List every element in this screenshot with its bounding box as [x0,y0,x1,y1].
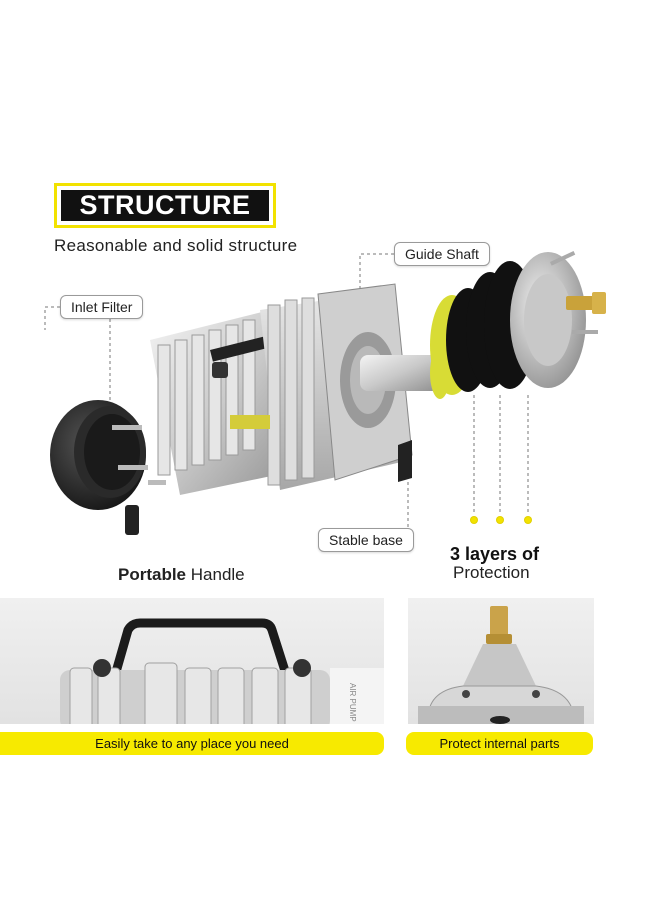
layers-heading: 3 layers of [450,544,540,564]
title-badge: STRUCTURE [54,183,276,228]
handle-closeup-panel: AIR PUMP [0,598,384,724]
layers-subheading: Protection [453,563,530,582]
page-subtitle: Reasonable and solid structure [54,236,298,255]
cap-closeup-panel [408,598,594,724]
inlet-filter-part [50,400,166,535]
guide-shaft-callout: Guide Shaft [394,242,490,266]
layer-marker-dot [471,517,477,523]
portable-rest: Handle [186,565,245,584]
right-caption-banner: Protect internal parts [406,732,593,755]
inlet-filter-callout: Inlet Filter [60,295,144,319]
page-title: STRUCTURE [61,190,269,221]
side-label-text: AIR PUMP [348,683,357,722]
portable-bold: Portable [118,565,187,584]
left-caption-banner: Easily take to any place you need [0,732,384,755]
protection-layers [430,251,606,395]
inlet-leader [44,306,60,330]
layer-marker-dot [497,517,503,523]
portable-handle-label: Portable Handle [118,565,245,585]
cap-closeup-illustration [418,606,584,724]
layer-marker-dot [525,517,531,523]
handle-closeup-illustration: AIR PUMP [60,618,384,724]
stable-base-callout: Stable base [318,528,414,552]
